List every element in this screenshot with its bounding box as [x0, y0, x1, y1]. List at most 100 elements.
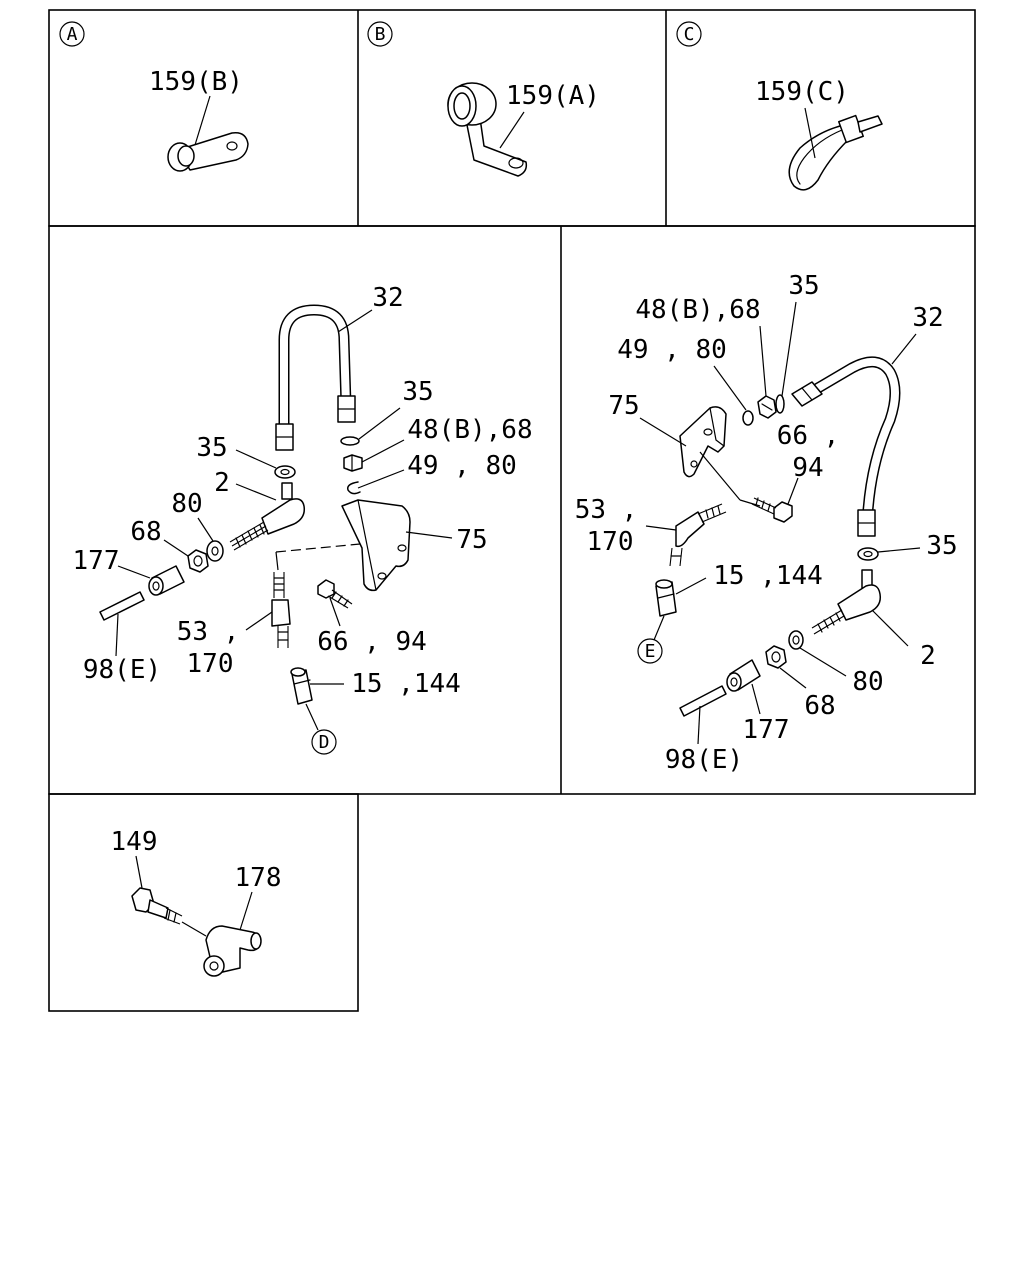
r-nut-part — [757, 395, 777, 419]
panel-a: A 159(B) — [59, 21, 249, 172]
leader-tie-c — [804, 107, 816, 159]
label-r-elbow: 2 — [920, 641, 936, 671]
panel-bottom: 149 178 — [111, 827, 282, 977]
label-clip-a: 159(B) — [149, 67, 243, 97]
leader-l-clip — [357, 469, 405, 489]
label-l-hose: 32 — [372, 283, 403, 313]
panel-left-assembly: 32 35 48(B),68 49 , 80 35 — [73, 283, 533, 755]
r-ref-e-badge: E — [637, 638, 663, 664]
leader-r-bracket — [639, 417, 687, 447]
label-r-hexnut: 68 — [804, 691, 835, 721]
leader-l-lockwasher — [197, 517, 214, 542]
leader-l-hose — [337, 309, 373, 333]
leader-r-washer-upper — [781, 301, 797, 397]
l-bracket-part — [341, 499, 411, 592]
label-r-bolt-2: 94 — [792, 453, 823, 483]
r-ref-e-letter: E — [645, 641, 656, 662]
panel-b: B 159(A) — [367, 21, 600, 177]
leader-l-bracket — [405, 531, 453, 539]
l-clip-part — [346, 481, 361, 495]
leader-r-union — [675, 577, 707, 595]
panel-b-letter: B — [375, 24, 386, 45]
leader-r-washer-lower — [877, 547, 921, 553]
l-elbow-part — [229, 482, 306, 551]
l-assembly-dashline — [275, 543, 361, 553]
r-bolt-part — [751, 497, 793, 523]
p-clip-part — [167, 131, 249, 172]
r-union-part — [655, 579, 677, 617]
l-washer-left-part — [274, 465, 296, 479]
leader-l-nut — [361, 439, 405, 463]
panel-a-letter: A — [67, 24, 78, 45]
label-l-connector-2: 170 — [187, 649, 234, 679]
label-l-union: 15 ,144 — [351, 669, 461, 699]
leader-r-lockwasher — [799, 647, 847, 677]
panel-frames — [48, 9, 976, 1012]
label-l-connector-1: 53 , — [177, 617, 240, 647]
label-r-washer-lower: 35 — [926, 531, 957, 561]
leader-r-bolt — [787, 477, 799, 505]
label-r-hose: 32 — [912, 303, 943, 333]
p-tie-part — [788, 114, 883, 191]
label-r-lockwasher: 80 — [852, 667, 883, 697]
label-tie-c: 159(C) — [755, 77, 849, 107]
l-washer-upper-part — [340, 436, 360, 446]
panel-c-badge: C — [676, 21, 702, 47]
l-union-part — [290, 667, 313, 705]
label-l-elbow: 2 — [214, 468, 230, 498]
p-clamp-part — [447, 82, 528, 177]
r-hose-part — [791, 356, 901, 537]
r-lockwasher-part — [788, 630, 804, 650]
leader-l-connector — [245, 611, 273, 631]
r-washer-upper-part — [775, 394, 785, 414]
r-bracket-part — [679, 406, 727, 478]
l-ref-d-badge: D — [311, 729, 337, 755]
label-r-bolt-1: 66 , — [777, 421, 840, 451]
label-l-nut: 48(B),68 — [407, 415, 532, 445]
label-r-bracket: 75 — [608, 391, 639, 421]
r-assembly-line — [699, 451, 761, 507]
leader-l-elbow — [235, 483, 277, 501]
label-clamp-b: 159(A) — [506, 81, 600, 111]
leader-b-bolt — [135, 855, 143, 889]
r-hexnut-part — [765, 645, 787, 669]
label-l-lockwasher: 80 — [171, 489, 202, 519]
r-pipe-part — [679, 685, 727, 717]
label-b-bolt: 149 — [111, 827, 158, 857]
label-l-washer-left: 35 — [196, 433, 227, 463]
r-washer-lower-part — [857, 547, 879, 561]
label-r-connector-2: 170 — [587, 527, 634, 557]
leader-l-washer-left — [235, 449, 277, 469]
panel-c: C 159(C) — [676, 21, 883, 191]
leader-clamp-b — [499, 111, 525, 149]
panel-right-assembly: 32 35 48(B),68 49 , 80 75 — [575, 271, 958, 775]
leader-l-hexnut — [163, 539, 189, 557]
leader-l-washer-upper — [358, 407, 401, 440]
panel-c-letter: C — [684, 24, 695, 45]
label-l-clip: 49 , 80 — [407, 451, 517, 481]
label-l-bracket: 75 — [456, 525, 487, 555]
leader-b-eye — [239, 891, 253, 931]
label-l-pipe: 98(E) — [83, 655, 161, 685]
label-b-eye: 178 — [235, 863, 282, 893]
l-bolt-part — [317, 579, 353, 609]
l-ref-d-letter: D — [319, 732, 330, 753]
label-r-nut: 48(B),68 — [635, 295, 760, 325]
label-l-washer-upper: 35 — [402, 377, 433, 407]
leader-l-sleeve — [117, 565, 151, 579]
label-l-hexnut: 68 — [130, 517, 161, 547]
leader-r-connector — [645, 525, 677, 531]
l-hose-part — [275, 304, 356, 451]
r-connector-part — [669, 503, 727, 567]
r-clip-part — [742, 410, 754, 426]
leader-r-nut — [759, 325, 767, 397]
r-elbow-part — [811, 569, 882, 635]
leader-l-bolt — [329, 597, 341, 627]
leader-l-pipe — [115, 613, 119, 657]
leader-r-hexnut — [779, 667, 807, 689]
label-r-sleeve: 177 — [743, 715, 790, 745]
l-connector-part — [271, 572, 291, 648]
l-nut-part — [343, 454, 363, 472]
